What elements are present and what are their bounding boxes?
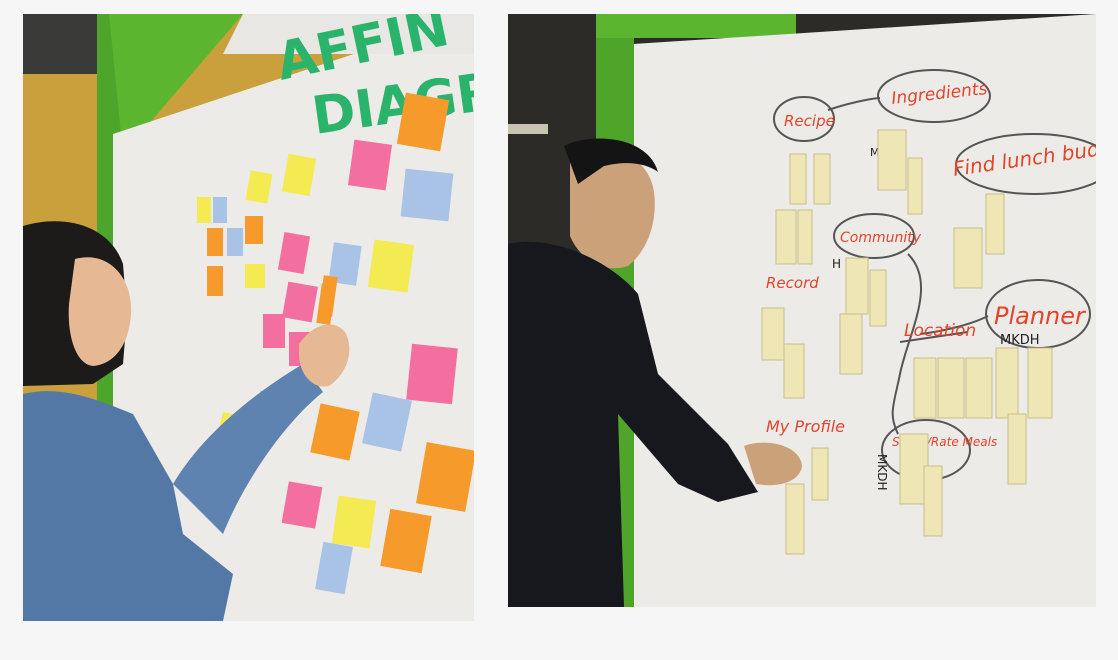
sticky-note xyxy=(367,239,415,293)
sticky-note xyxy=(913,357,937,419)
sticky-note xyxy=(995,347,1019,419)
sticky-note xyxy=(953,227,983,289)
sticky-notes-right xyxy=(761,129,1053,555)
sticky-notes-left xyxy=(197,92,474,595)
sticky-note xyxy=(245,170,273,204)
outline-community xyxy=(833,213,915,259)
sticky-note xyxy=(207,228,223,256)
sticky-note xyxy=(907,157,923,215)
left-frame-top xyxy=(109,14,243,154)
sticky-note xyxy=(213,197,227,223)
cluster-outlines xyxy=(773,69,1096,481)
cluster-label-planner: Planner xyxy=(994,302,1087,330)
sticky-note xyxy=(813,153,831,205)
photo-right-scene: Recipe Ingredients Find lunch budd Commu… xyxy=(508,14,1096,607)
sticky-note xyxy=(785,483,805,555)
face xyxy=(570,147,655,269)
face xyxy=(68,257,132,366)
sticky-note xyxy=(811,447,829,501)
man-figure xyxy=(508,138,802,607)
photo-affinity-diagram-man: Recipe Ingredients Find lunch budd Commu… xyxy=(508,14,1096,607)
outline-find-lunch xyxy=(955,133,1096,195)
denim-shirt xyxy=(23,391,233,621)
black-jacket xyxy=(508,241,758,607)
sticky-note xyxy=(845,257,869,315)
woman-figure xyxy=(23,221,350,621)
sticky-note xyxy=(396,92,450,152)
sticky-note xyxy=(783,343,805,399)
photo-affinity-diagram-woman: AFFIN DIAGR xyxy=(23,14,474,621)
planner-sublabel: MKDH xyxy=(1000,333,1040,348)
sticky-note xyxy=(877,129,907,191)
side-letters-vertical: MKDH xyxy=(875,454,889,491)
hand xyxy=(299,324,350,387)
side-letter-community: H xyxy=(832,257,841,271)
held-sticky-note xyxy=(316,283,336,325)
sticky-note xyxy=(328,242,362,286)
sticky-note xyxy=(415,442,474,512)
sticky-note xyxy=(1027,347,1053,419)
sticky-note xyxy=(985,193,1005,255)
sticky-note xyxy=(277,232,311,274)
sticky-note xyxy=(347,139,393,191)
hand xyxy=(744,442,802,486)
sticky-note xyxy=(227,228,243,256)
hair xyxy=(564,138,658,184)
sticky-note xyxy=(310,403,360,461)
sticky-note xyxy=(965,357,993,419)
sticky-note xyxy=(761,307,785,361)
sleeve xyxy=(173,364,323,534)
cluster-label-record: Record xyxy=(766,274,819,292)
sticky-note xyxy=(789,153,807,205)
sticky-note xyxy=(207,266,223,296)
sticky-note xyxy=(362,392,412,452)
sticky-note xyxy=(400,168,454,222)
sticky-note xyxy=(380,508,432,574)
sticky-note xyxy=(1007,413,1027,485)
sticky-note xyxy=(281,481,323,529)
sticky-note xyxy=(331,495,377,549)
sticky-note xyxy=(775,209,797,265)
cluster-label-recipe: Recipe xyxy=(784,112,835,130)
outline-recipe xyxy=(773,96,835,142)
right-frame-top xyxy=(596,14,796,38)
cluster-label-location: Location xyxy=(904,321,976,341)
sticky-note xyxy=(797,209,813,265)
sticky-note xyxy=(245,216,263,244)
sticky-note xyxy=(197,197,211,223)
sticky-note xyxy=(406,343,458,405)
sticky-note xyxy=(315,541,353,595)
sticky-note xyxy=(245,264,265,288)
sticky-note xyxy=(263,314,285,348)
sticky-note xyxy=(869,269,887,327)
photo-left-scene: AFFIN DIAGR xyxy=(23,14,474,621)
cluster-label-my-profile: My Profile xyxy=(766,417,845,436)
sticky-note xyxy=(839,313,863,375)
sticky-note xyxy=(923,465,943,537)
sticky-note xyxy=(282,281,318,323)
sticky-note xyxy=(281,153,317,197)
outline-ingredients xyxy=(877,69,991,123)
sticky-note xyxy=(937,357,965,419)
cluster-label-community: Community xyxy=(840,230,922,246)
